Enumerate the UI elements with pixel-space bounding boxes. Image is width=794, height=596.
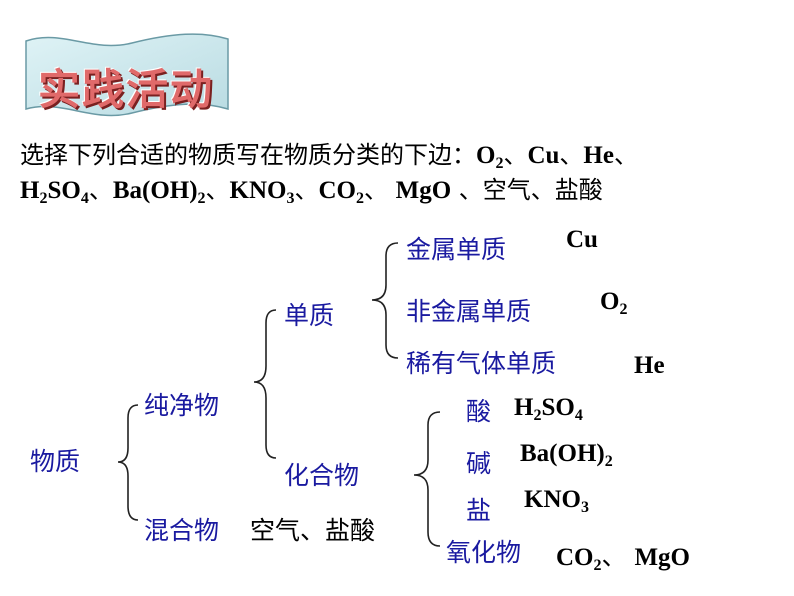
node-element: 单质 [284, 301, 335, 330]
answer-mixture: 空气、盐酸 [250, 516, 376, 545]
banner-flag [25, 33, 229, 117]
node-substance: 物质 [30, 447, 81, 476]
node-salt: 盐 [466, 496, 492, 525]
instruction-text: 选择下列合适的物质写在物质分类的下边：O2、Cu、He、 H2SO4、Ba(OH… [20, 141, 638, 207]
brace-element [371, 242, 399, 359]
brace-compound [413, 411, 441, 547]
node-noble-gas-element: 稀有气体单质 [406, 349, 557, 378]
answer-acid: H2SO4 [514, 394, 583, 424]
banner-title: 实践活动 [38, 65, 215, 114]
brace-root [117, 404, 139, 521]
answer-noble-gas: He [634, 352, 665, 379]
node-mixture: 混合物 [144, 516, 220, 545]
brace-pure [253, 309, 277, 459]
node-oxide: 氧化物 [446, 538, 522, 567]
node-pure-substance: 纯净物 [144, 391, 220, 420]
node-acid: 酸 [466, 397, 492, 426]
node-base: 碱 [466, 449, 492, 478]
node-compound: 化合物 [284, 461, 360, 490]
answer-metal: Cu [566, 226, 598, 253]
node-metal-element: 金属单质 [406, 235, 507, 264]
answer-nonmetal: O2 [600, 288, 628, 318]
answer-salt: KNO3 [524, 486, 589, 516]
node-nonmetal-element: 非金属单质 [406, 297, 532, 326]
answer-base: Ba(OH)2 [520, 440, 613, 470]
answer-oxide: CO2、 MgO [556, 542, 690, 574]
